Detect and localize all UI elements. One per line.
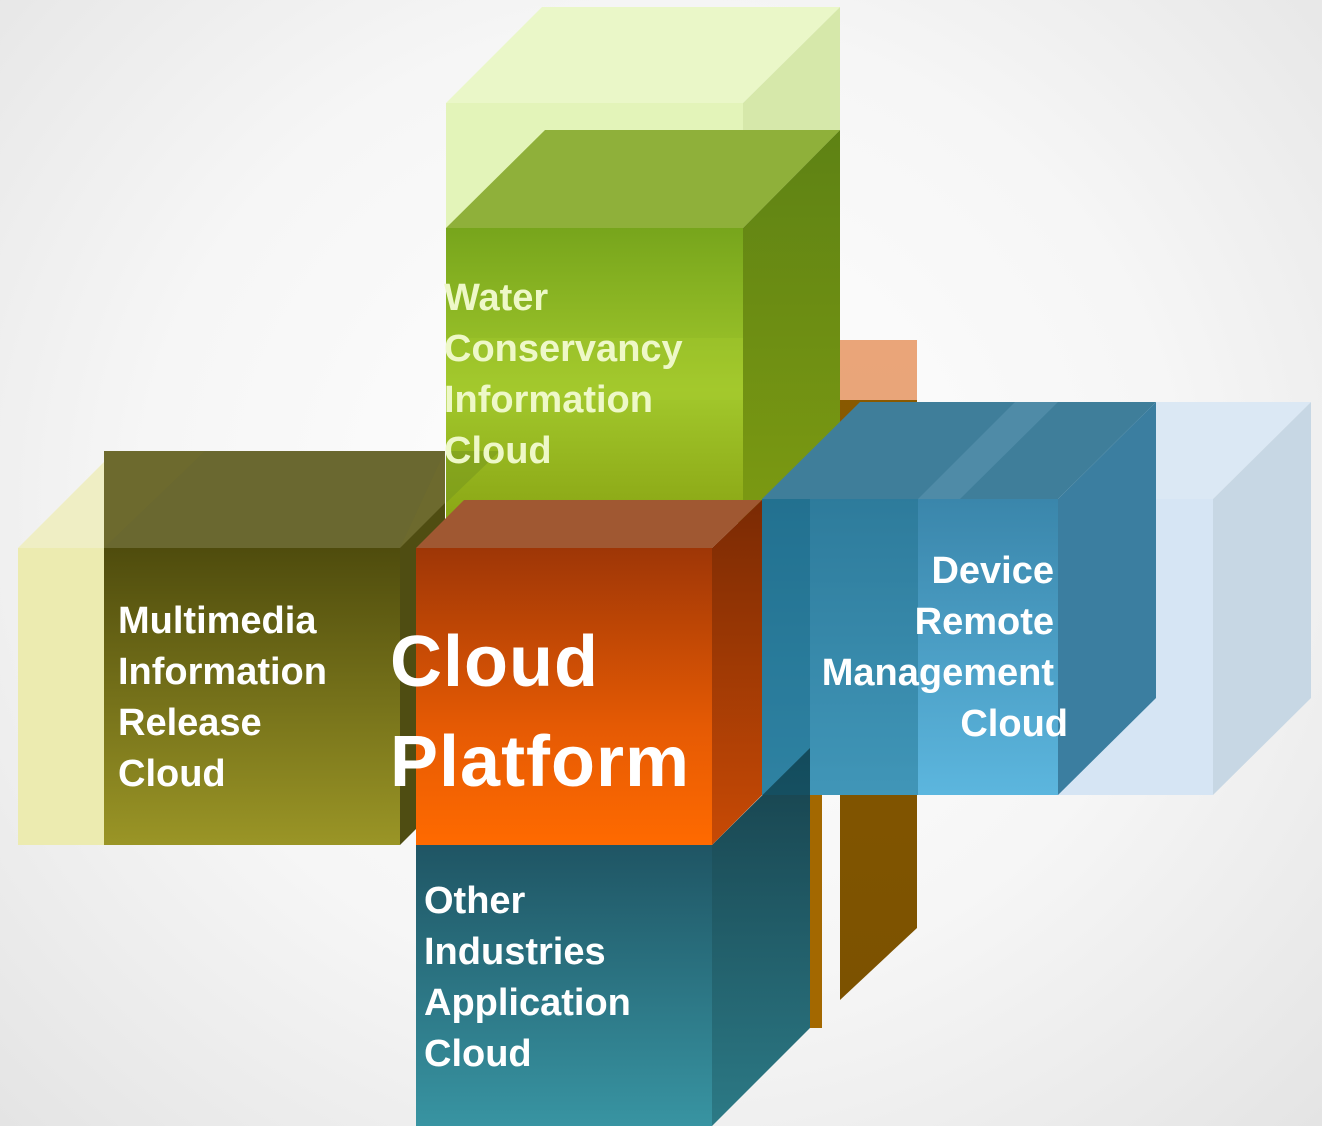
device-cube [762, 402, 1156, 795]
center-title-line-1: Cloud [390, 622, 599, 702]
water-cloud-label: Water Conservancy Information Cloud [444, 273, 683, 477]
cloud-platform-title: Cloud Platform [390, 612, 690, 812]
device-line-1: Device [931, 550, 1054, 592]
overlap-shade [762, 499, 810, 795]
other-line-2: Industries [424, 931, 606, 973]
device-cloud-label: Device Remote Management Cloud [752, 546, 1068, 750]
water-line-1: Water [444, 277, 549, 319]
overlap-shade-left [446, 451, 500, 503]
water-line-2: Conservancy [444, 328, 683, 370]
other-line-4: Cloud [424, 1033, 532, 1075]
device-line-2: Remote [914, 601, 1054, 643]
multimedia-line-4: Cloud [118, 753, 226, 795]
multimedia-line-1: Multimedia [118, 600, 317, 642]
device-line-4: Cloud [960, 703, 1068, 745]
multimedia-line-2: Information [118, 651, 327, 693]
center-cube [416, 500, 762, 845]
other-line-3: Application [424, 982, 631, 1024]
multimedia-line-3: Release [118, 702, 262, 744]
water-line-3: Information [444, 379, 653, 421]
other-cloud-label: Other Industries Application Cloud [424, 876, 631, 1080]
water-line-4: Cloud [444, 430, 552, 472]
other-cube [416, 748, 810, 1126]
multimedia-cloud-label: Multimedia Information Release Cloud [118, 596, 327, 800]
center-title-line-2: Platform [390, 722, 691, 802]
water-cube [446, 7, 840, 523]
other-line-1: Other [424, 880, 526, 922]
device-line-3: Management [821, 652, 1054, 694]
